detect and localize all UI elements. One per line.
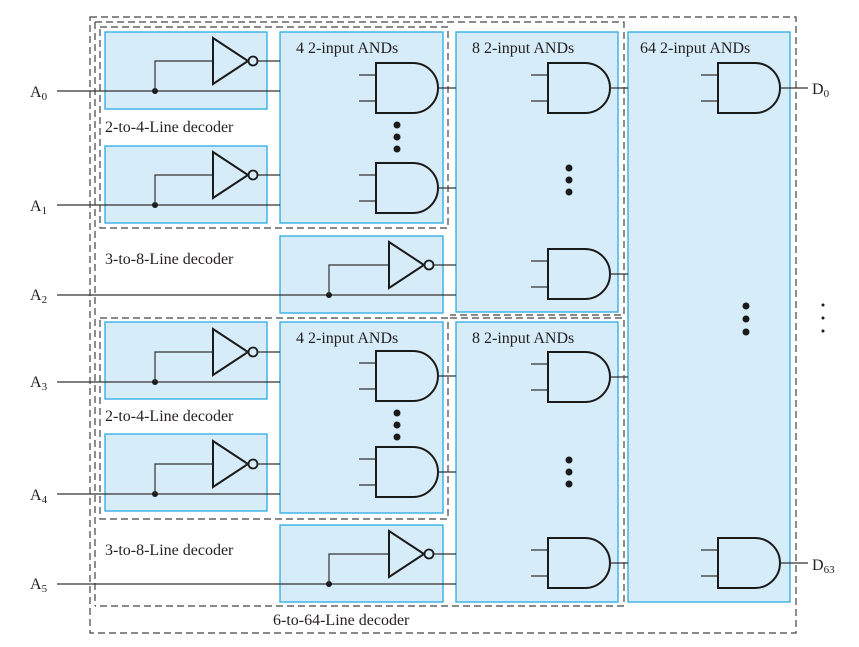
sixty-four-ands-label: 64 2-input ANDs	[640, 40, 750, 57]
d0-and-gate-icon	[717, 62, 781, 114]
input-label-a5: A5	[30, 576, 48, 595]
lower-8and-ellipsis-dot	[565, 468, 573, 476]
a2-branch-wire	[328, 264, 389, 295]
sixty-four-and-ellipsis-dot	[742, 328, 750, 336]
a1-inversion-bubble-icon	[247, 169, 259, 181]
outer-6-to-64-boundary	[89, 16, 797, 634]
sixty-four-and-ellipsis-dot	[742, 302, 750, 310]
upper-8and-ellipsis-dot	[565, 188, 573, 196]
upper-2-to-4-label: 2-to-4-Line decoder	[105, 119, 234, 136]
output-ellipsis-dot	[821, 316, 825, 320]
lower-4and-ellipsis-dot	[393, 409, 401, 417]
input-label-a3: A3	[30, 374, 48, 393]
lower-8-ands-label: 8 2-input ANDs	[472, 330, 574, 347]
a0-inversion-bubble-icon	[247, 55, 259, 67]
output-ellipsis-dot	[821, 303, 825, 307]
output-label-d63: D63	[812, 557, 835, 576]
a3-branch-wire	[154, 351, 213, 382]
d63-and-gate-icon	[717, 537, 781, 589]
a0-branch-wire	[154, 60, 213, 91]
upper-8and-last-and-gate-icon	[547, 248, 611, 300]
a2-inversion-bubble-icon	[423, 259, 435, 271]
a2-not-gate-icon	[388, 240, 426, 290]
input-label-a0: A0	[30, 84, 48, 103]
a5-branch-wire	[328, 553, 389, 584]
a1-not-gate-icon	[212, 150, 250, 200]
upper-8and-ellipsis-dot	[565, 176, 573, 184]
upper-4and-ellipsis-dot	[393, 121, 401, 129]
upper-4and-ellipsis-dot	[393, 133, 401, 141]
a5-inversion-bubble-icon	[423, 548, 435, 560]
a4-branch-wire	[154, 463, 213, 494]
decoder-title: 6-to-64-Line decoder	[273, 612, 410, 629]
a1-branch-wire	[154, 174, 213, 205]
a0-not-gate-icon	[212, 36, 250, 86]
sixty-four-ands-block	[627, 31, 791, 603]
inverter-block-a2	[279, 235, 444, 314]
input-label-a2: A2	[30, 287, 47, 306]
sixty-four-and-ellipsis-dot	[742, 315, 750, 323]
lower-8and-ellipsis-dot	[565, 456, 573, 464]
lower-4and-first-and-gate-icon	[375, 350, 439, 402]
lower-8and-ellipsis-dot	[565, 480, 573, 488]
inverter-block-a0	[104, 31, 268, 110]
lower-4and-ellipsis-dot	[393, 433, 401, 441]
lower-8and-first-and-gate-icon	[547, 351, 611, 403]
lower-4-ands-label: 4 2-input ANDs	[296, 330, 398, 347]
input-label-a1: A1	[30, 198, 47, 217]
upper-4and-last-and-gate-icon	[375, 162, 439, 214]
lower-4and-last-and-gate-icon	[375, 446, 439, 498]
upper-4and-first-and-gate-icon	[375, 62, 439, 114]
input-label-a4: A4	[30, 487, 48, 506]
upper-8-ands-label: 8 2-input ANDs	[472, 40, 574, 57]
upper-3-to-8-boundary	[94, 21, 625, 606]
a5-not-gate-icon	[388, 529, 426, 579]
output-ellipsis-dot	[821, 329, 825, 333]
upper-4and-ellipsis-dot	[393, 145, 401, 153]
inverter-block-a4	[104, 433, 268, 512]
upper-8and-ellipsis-dot	[565, 164, 573, 172]
output-label-d0: D0	[812, 81, 830, 100]
a3-inversion-bubble-icon	[247, 346, 259, 358]
a4-inversion-bubble-icon	[247, 458, 259, 470]
upper-8and-first-and-gate-icon	[547, 62, 611, 114]
lower-2-to-4-label: 2-to-4-Line decoder	[105, 408, 234, 425]
upper-4-ands-label: 4 2-input ANDs	[296, 40, 398, 57]
inverter-block-a5	[279, 524, 444, 603]
lower-4and-ellipsis-dot	[393, 421, 401, 429]
inverter-block-a3	[104, 321, 268, 400]
a4-not-gate-icon	[212, 439, 250, 489]
inverter-block-a1	[104, 145, 268, 224]
upper-3-to-8-label: 3-to-8-Line decoder	[105, 251, 234, 268]
lower-3-to-8-boundary	[95, 317, 625, 607]
lower-3-to-8-label: 3-to-8-Line decoder	[105, 542, 234, 559]
a3-not-gate-icon	[212, 327, 250, 377]
lower-8and-last-and-gate-icon	[547, 537, 611, 589]
